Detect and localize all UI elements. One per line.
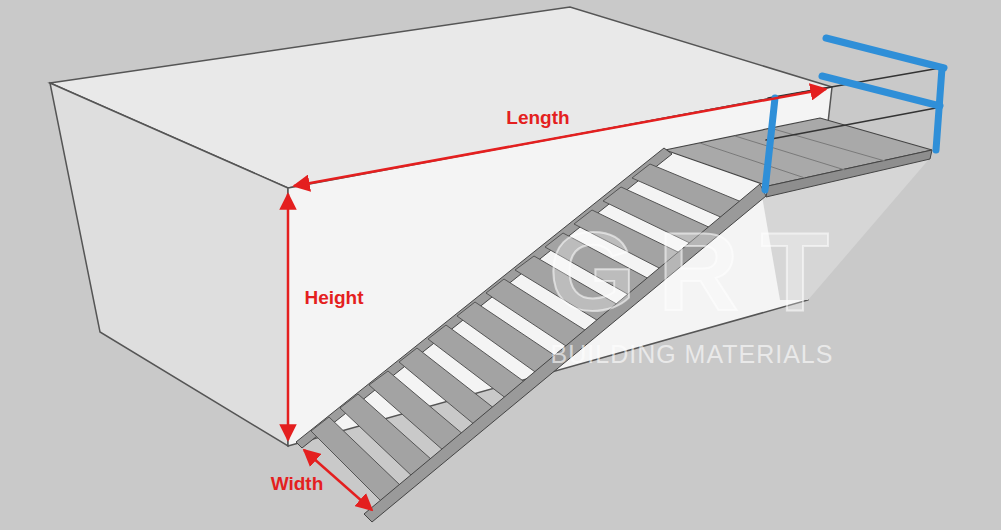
- block-side-face: [50, 83, 288, 446]
- dimension-label: Height: [304, 288, 363, 307]
- dimension-label: Width: [271, 474, 324, 493]
- watermark-logo: GRT: [549, 216, 851, 328]
- watermark-text: BUILDING MATERIALS: [551, 342, 834, 367]
- dimension-label: Length: [506, 108, 569, 127]
- platform-deck: [665, 118, 932, 186]
- railing: [765, 38, 944, 190]
- stair-treads: [311, 164, 744, 502]
